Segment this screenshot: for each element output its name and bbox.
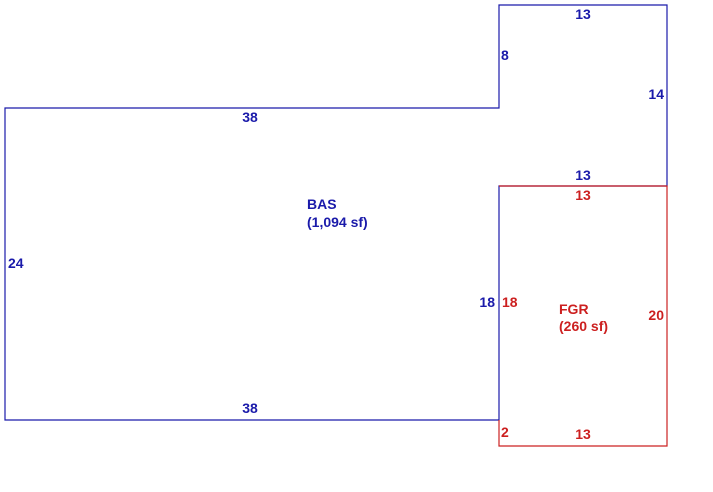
fgr-dim-right: 20 bbox=[648, 307, 664, 323]
bas-dim-top-left: 38 bbox=[242, 109, 258, 125]
bas-area-code: BAS bbox=[307, 196, 337, 212]
bas-dim-bottom: 38 bbox=[242, 400, 258, 416]
bas-dim-step: 8 bbox=[501, 47, 509, 63]
fgr-dim-top: 13 bbox=[575, 187, 591, 203]
bas-dim-right-upper: 14 bbox=[648, 86, 664, 102]
bas-area-size: (1,094 sf) bbox=[307, 214, 368, 230]
fgr-outline bbox=[498, 185, 668, 447]
bas-dim-inner-bottom: 13 bbox=[575, 167, 591, 183]
fgr-area-size: (260 sf) bbox=[559, 318, 608, 334]
bas-dim-left: 24 bbox=[8, 255, 24, 271]
fgr-dim-bottom: 13 bbox=[575, 426, 591, 442]
bas-dim-top-right: 13 bbox=[575, 6, 591, 22]
bas-outline bbox=[4, 4, 668, 421]
bas-dim-inner-left: 18 bbox=[479, 294, 495, 310]
fgr-dim-left: 18 bbox=[502, 294, 518, 310]
fgr-dim-step: 2 bbox=[501, 424, 509, 440]
fgr-area-code: FGR bbox=[559, 301, 589, 317]
